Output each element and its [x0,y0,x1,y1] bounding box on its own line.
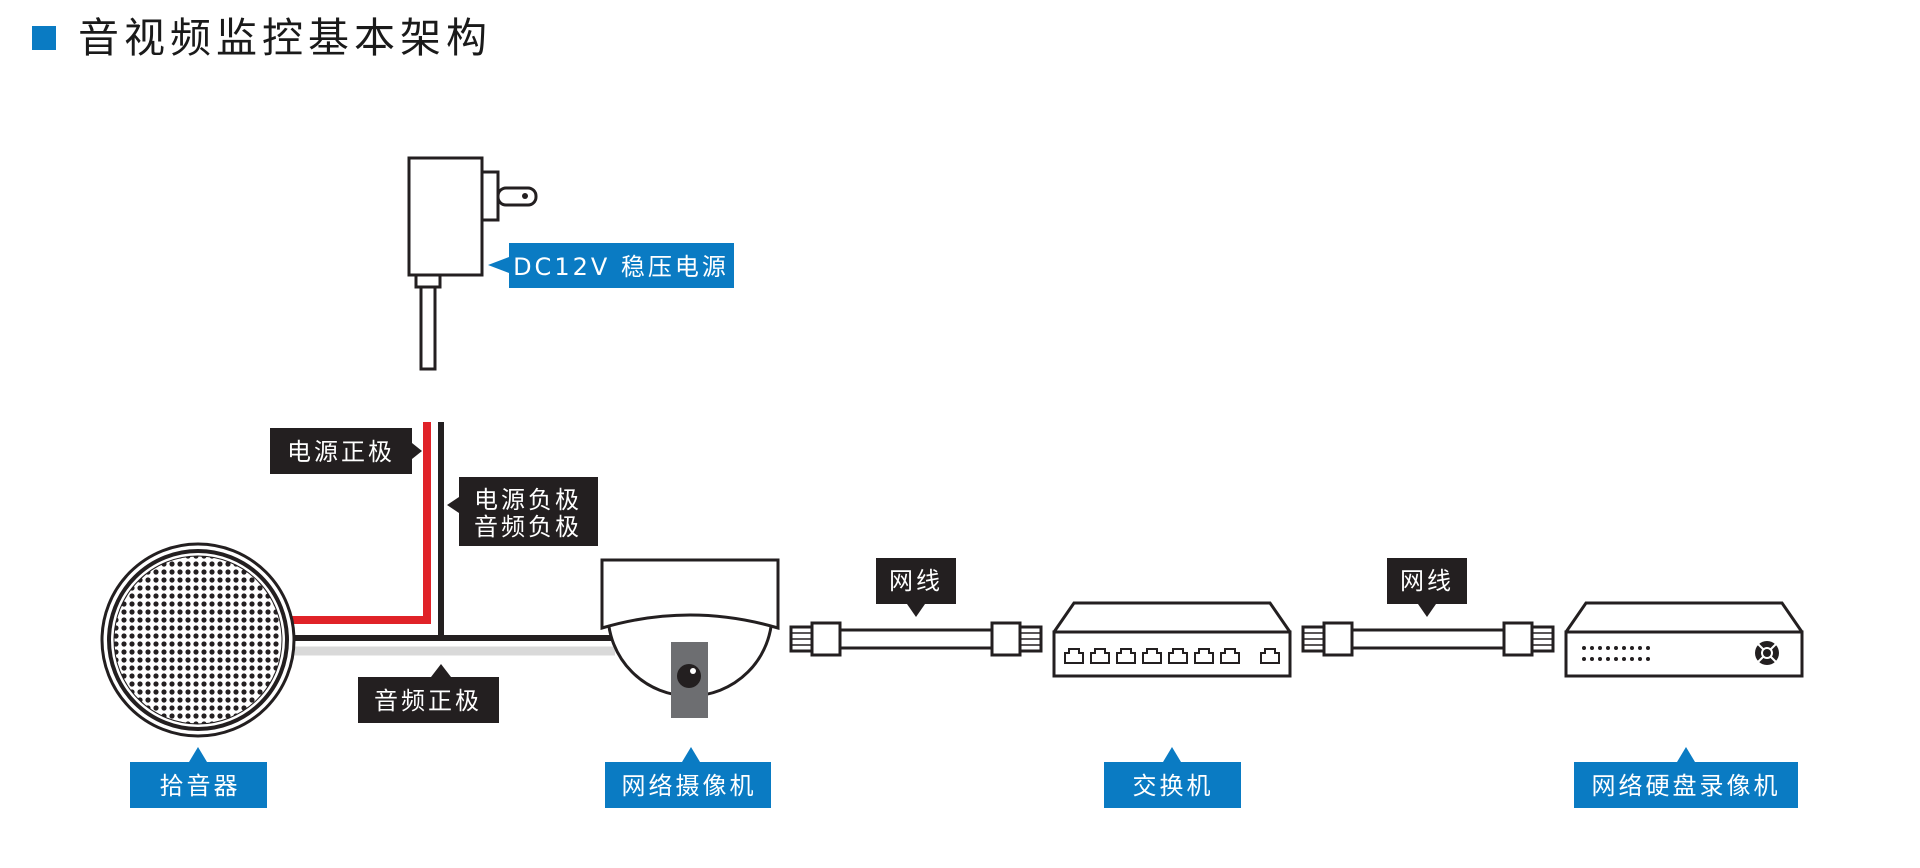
power-supply-text: DC12V 稳压电源 [513,253,729,281]
power-positive-wire [287,422,431,624]
pickup-text: 拾音器 [160,772,241,800]
network-cable-2-label: 网线 [1387,558,1467,617]
page-header: 音视频监控基本架构 [32,14,492,62]
label-pointer [1418,604,1436,617]
network-cable-2-text: 网线 [1400,567,1454,595]
nvr-indicator-dots [1582,646,1650,661]
title-square-icon [32,26,56,50]
dome-camera-icon [600,558,780,718]
audio-positive-text: 音频正极 [374,687,482,715]
wires [287,422,615,656]
page-title: 音视频监控基本架构 [78,14,492,62]
nvr-text: 网络硬盘录像机 [1592,772,1781,800]
nvr-label: 网络硬盘录像机 [1574,747,1798,808]
pickup-label: 拾音器 [130,747,267,808]
label-pointer [1677,747,1695,762]
network-cable-2-icon [1301,621,1555,657]
power-negative-text: 电源负极 [474,486,582,514]
label-bg [1387,558,1467,604]
label-pointer [412,443,422,459]
power-audio-negative-label: 电源负极 音频负极 [447,477,598,546]
label-pointer [447,497,459,513]
power-positive-label: 电源正极 [270,428,422,474]
network-cable-1-label: 网线 [876,558,956,617]
audio-positive-label: 音频正极 [358,664,499,723]
power-supply-label: DC12V 稳压电源 [488,243,734,288]
nvr-recorder-icon [1564,601,1804,678]
power-adapter-icon [407,156,538,371]
label-pointer [682,747,700,762]
switch-label: 交换机 [1104,747,1241,808]
power-positive-text: 电源正极 [287,438,395,466]
label-bg [1104,762,1241,808]
label-pointer [431,664,451,677]
pickup-microphone-icon [100,542,296,738]
camera-label: 网络摄像机 [605,747,771,808]
camera-text: 网络摄像机 [622,772,757,800]
label-pointer [488,257,509,273]
network-switch-icon [1052,601,1292,678]
nvr-control-knob-icon [1755,641,1779,665]
network-cable-1-text: 网线 [889,567,943,595]
switch-text: 交换机 [1133,772,1214,800]
label-pointer [189,747,207,762]
label-pointer [1163,747,1181,762]
label-bg [509,243,734,288]
label-bg [876,558,956,604]
label-bg [270,428,412,474]
switch-ports [1064,648,1280,664]
label-bg [459,477,598,546]
label-bg [130,762,267,808]
label-bg [358,677,499,723]
label-pointer [907,604,925,617]
label-bg [605,762,771,808]
network-cable-1-icon [789,621,1043,657]
audio-negative-text: 音频负极 [474,513,582,541]
label-bg [1574,762,1798,808]
